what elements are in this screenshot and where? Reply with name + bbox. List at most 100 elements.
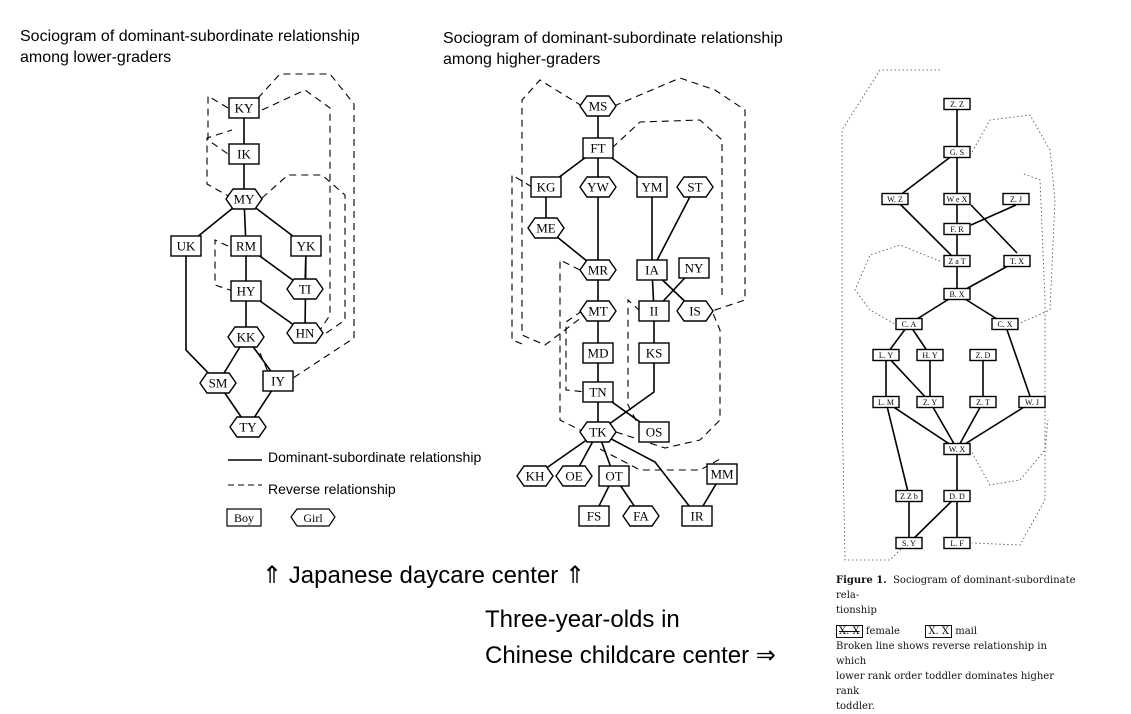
node-mr: MR xyxy=(579,259,617,281)
node-ym: YM xyxy=(636,176,668,198)
node-st: ST xyxy=(676,176,714,198)
male-legend-label: mail xyxy=(955,626,978,637)
node-zy: Z. Y xyxy=(916,395,944,409)
node-wx: W. X xyxy=(943,442,971,456)
node-fs: FS xyxy=(578,505,610,527)
chinese-caption-line2: Chinese childcare center ⇒ xyxy=(485,642,776,669)
node-ik: IK xyxy=(228,143,260,165)
svg-text:IK: IK xyxy=(237,147,251,162)
lower-title-line2: among lower-graders xyxy=(20,49,172,66)
svg-text:H. Y: H. Y xyxy=(922,351,937,360)
svg-text:S. Y: S. Y xyxy=(902,539,916,548)
node-ms: MS xyxy=(579,95,617,117)
svg-text:Z. Y: Z. Y xyxy=(923,398,938,407)
svg-text:Boy: Boy xyxy=(234,511,254,525)
node-ks: KS xyxy=(638,342,670,364)
svg-text:G. S: G. S xyxy=(950,148,964,157)
svg-text:TI: TI xyxy=(299,282,311,297)
figure-note2: lower rank order toddler dominates highe… xyxy=(836,671,1055,697)
svg-text:W. J: W. J xyxy=(1025,398,1039,407)
node-fr: F. R xyxy=(943,222,971,236)
svg-text:W. Z: W. Z xyxy=(887,195,903,204)
svg-text:IA: IA xyxy=(645,263,659,278)
node-os: OS xyxy=(638,421,670,443)
node-ca: C. A xyxy=(895,317,923,331)
svg-text:IS: IS xyxy=(689,304,701,319)
svg-text:D. D: D. D xyxy=(949,492,965,501)
node-me: ME xyxy=(527,217,565,239)
node-fa: FA xyxy=(622,505,660,527)
svg-text:Girl: Girl xyxy=(303,511,323,525)
figure-label: Figure 1. xyxy=(836,575,887,586)
svg-text:KH: KH xyxy=(526,469,545,484)
svg-text:ME: ME xyxy=(536,221,556,236)
node-uk: UK xyxy=(170,235,202,257)
svg-text:MY: MY xyxy=(234,192,256,207)
svg-text:OE: OE xyxy=(565,469,582,484)
svg-text:MS: MS xyxy=(589,99,608,114)
node-mm: MM xyxy=(706,463,738,485)
svg-text:Z. T: Z. T xyxy=(976,398,990,407)
svg-text:MR: MR xyxy=(588,263,609,278)
node-zd: Z. D xyxy=(969,348,997,362)
node-ty: TY xyxy=(229,416,267,438)
node-yw: YW xyxy=(579,176,617,198)
svg-text:MM: MM xyxy=(710,467,734,482)
svg-text:KS: KS xyxy=(646,346,663,361)
node-zz: Z. Z xyxy=(943,97,971,111)
node-cx: C. X xyxy=(991,317,1019,331)
male-legend-box: X. X xyxy=(925,625,953,638)
svg-text:KK: KK xyxy=(237,330,256,345)
higher-title-line2: among higher-graders xyxy=(443,51,601,68)
node-ia: IA xyxy=(636,259,668,281)
svg-text:OS: OS xyxy=(646,425,663,440)
node-wz: W. Z xyxy=(881,192,909,206)
node-ir: IR xyxy=(681,505,713,527)
node-hn: HN xyxy=(286,322,324,344)
legend-marks: Boy Girl xyxy=(226,459,336,527)
node-ly: L. Y xyxy=(872,348,900,362)
node-mt: MT xyxy=(579,300,617,322)
node-ft: FT xyxy=(582,137,614,159)
node-zt: Z. T xyxy=(969,395,997,409)
node-zzb: Z Z b xyxy=(895,489,923,503)
svg-text:B. X: B. X xyxy=(949,290,964,299)
svg-text:IR: IR xyxy=(691,509,704,524)
node-kh: KH xyxy=(516,465,554,487)
node-wj: W. J xyxy=(1018,395,1046,409)
svg-text:NY: NY xyxy=(685,261,704,276)
node-sy: S. Y xyxy=(895,536,923,550)
svg-text:Z a T: Z a T xyxy=(948,257,965,266)
node-bx: B. X xyxy=(943,287,971,301)
svg-text:SM: SM xyxy=(209,376,228,391)
female-legend-box: X. X xyxy=(836,625,863,638)
node-hy: HY xyxy=(230,280,262,302)
node-tx: T. X xyxy=(1003,254,1031,268)
legend-reverse-label: Reverse relationship xyxy=(268,481,396,497)
svg-text:OT: OT xyxy=(605,469,622,484)
svg-text:L. Y: L. Y xyxy=(879,351,894,360)
japanese-caption: ⇑ Japanese daycare center ⇑ xyxy=(262,562,586,589)
node-ot: OT xyxy=(598,465,630,487)
svg-text:Z Z b: Z Z b xyxy=(900,492,918,501)
node-lm: L. M xyxy=(872,395,900,409)
node-wex: W e X xyxy=(943,192,971,206)
svg-text:YK: YK xyxy=(297,239,316,254)
svg-text:YW: YW xyxy=(587,180,609,195)
node-kg: KG xyxy=(530,176,562,198)
chinese-caption-line1: Three-year-olds in xyxy=(485,606,680,633)
svg-text:FA: FA xyxy=(633,509,649,524)
svg-text:F. R: F. R xyxy=(950,225,964,234)
svg-text:FT: FT xyxy=(590,141,605,156)
svg-text:FS: FS xyxy=(587,509,601,524)
node-ii: II xyxy=(638,300,670,322)
figure-text1: Sociogram of dominant-subordinate rela- xyxy=(836,575,1076,601)
svg-text:TY: TY xyxy=(239,420,257,435)
svg-text:TN: TN xyxy=(589,385,607,400)
svg-text:MT: MT xyxy=(588,304,608,319)
node-hy: H. Y xyxy=(916,348,944,362)
node-kk: KK xyxy=(227,326,265,348)
svg-text:TK: TK xyxy=(589,425,607,440)
svg-text:II: II xyxy=(650,304,659,319)
svg-text:W e X: W e X xyxy=(947,195,968,204)
